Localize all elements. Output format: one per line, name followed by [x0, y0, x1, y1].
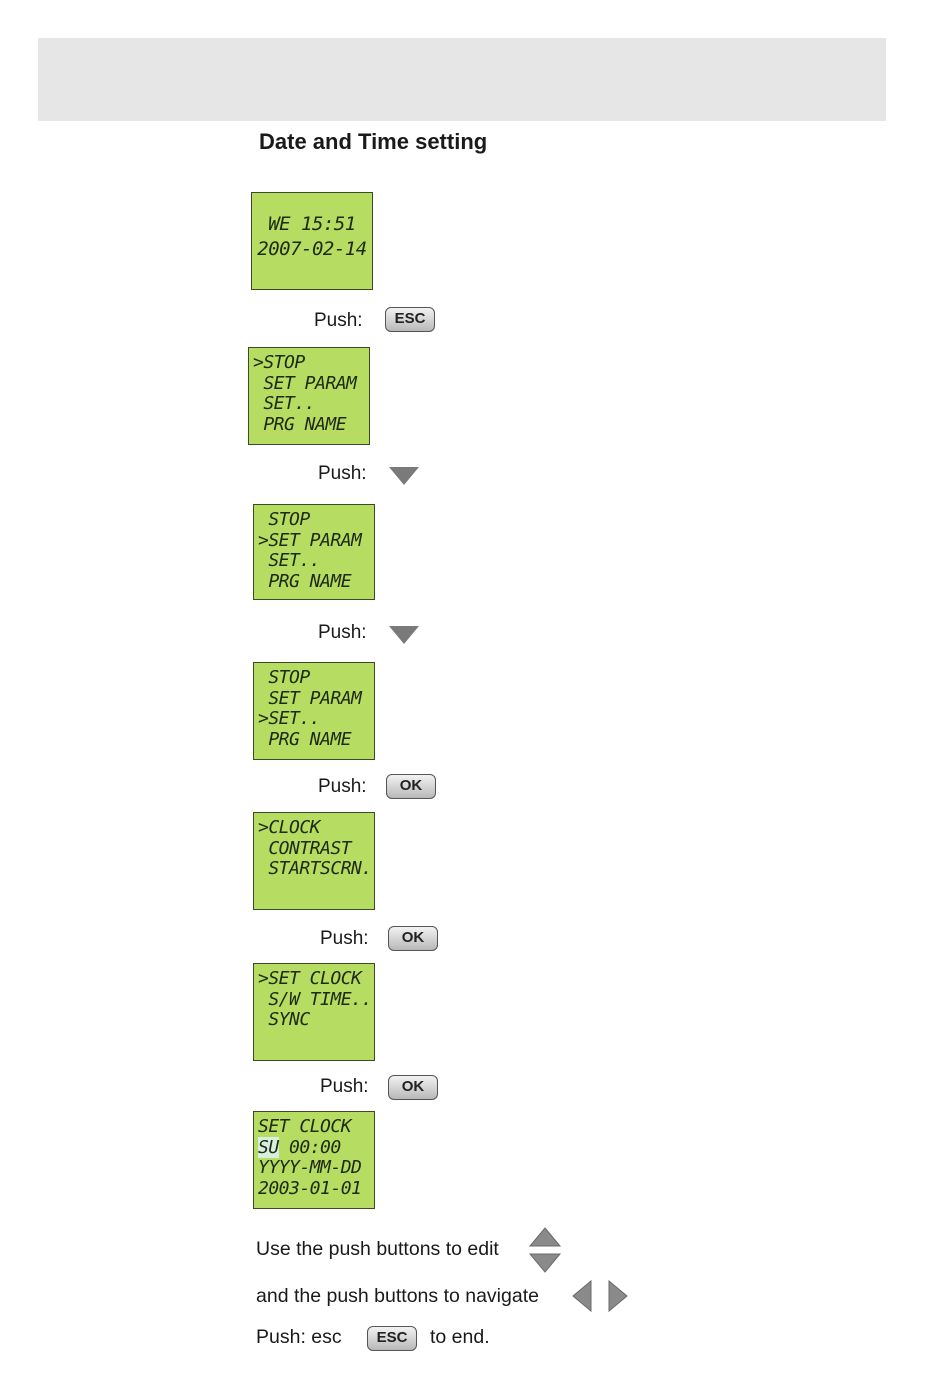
- lcd-line: >SET CLOCK: [258, 968, 362, 989]
- left-right-arrows-icon[interactable]: [571, 1279, 631, 1313]
- lcd-line: PRG NAME: [253, 413, 347, 435]
- lcd-line: >CLOCK: [258, 817, 321, 838]
- lcd-line: YYYY-MM-DD: [258, 1157, 362, 1178]
- lcd-line: >STOP: [253, 352, 305, 373]
- lcd-screen-menu-stop: >STOP SET PARAM SET.. PRG NAME: [248, 347, 370, 445]
- lcd-line: SET..: [253, 393, 316, 414]
- push-label: Push:: [320, 1076, 369, 1097]
- lcd-screen-set-clock: SET CLOCK SU 00:00 YYYY-MM-DD 2003-01-01: [253, 1111, 375, 1209]
- push-label: Push:: [318, 622, 367, 643]
- lcd-line: S/W TIME..: [258, 988, 372, 1010]
- lcd-line: SYNC: [258, 1009, 310, 1030]
- lcd-line: >SET PARAM: [258, 529, 362, 551]
- push-label: Push:: [318, 776, 367, 797]
- header-band: [38, 38, 886, 121]
- lcd-line: CONTRAST: [258, 837, 352, 859]
- end-instruction-push: Push: esc: [256, 1326, 342, 1348]
- lcd-line: PRG NAME: [258, 570, 352, 592]
- esc-button[interactable]: ESC: [367, 1326, 417, 1351]
- ok-button[interactable]: OK: [386, 774, 436, 799]
- lcd-line: SET PARAM: [258, 687, 362, 709]
- lcd-line: SET..: [258, 550, 321, 571]
- up-down-arrows-icon[interactable]: [528, 1226, 562, 1274]
- ok-button[interactable]: OK: [388, 926, 438, 951]
- lcd-screen-menu-set: STOP SET PARAM >SET.. PRG NAME: [253, 662, 375, 760]
- lcd-line: SET PARAM: [253, 372, 357, 394]
- lcd-line: STARTSCRN.: [258, 858, 372, 879]
- lcd-screen-clock-menu: >SET CLOCK S/W TIME.. SYNC: [253, 963, 375, 1061]
- ok-button[interactable]: OK: [388, 1075, 438, 1100]
- lcd-line: >SET..: [258, 708, 321, 729]
- triangle-down-icon[interactable]: [389, 626, 419, 644]
- page-title: Date and Time setting: [259, 129, 488, 154]
- lcd-line: SU 00:00: [258, 1136, 370, 1159]
- edit-instruction: Use the push buttons to edit: [256, 1238, 499, 1260]
- lcd-line: 2007-02-14: [257, 238, 367, 260]
- lcd-screen-datetime: WE 15:51 2007-02-14: [251, 192, 373, 290]
- lcd-line: 2003-01-01: [258, 1177, 362, 1199]
- navigate-instruction: and the push buttons to navigate: [256, 1285, 539, 1307]
- lcd-line-rest: 00:00: [278, 1136, 341, 1158]
- esc-button[interactable]: ESC: [385, 307, 435, 332]
- lcd-screen-set-menu: >CLOCK CONTRAST STARTSCRN.: [253, 812, 375, 910]
- lcd-line: PRG NAME: [258, 728, 352, 750]
- push-label: Push:: [314, 310, 363, 331]
- lcd-line: STOP: [258, 509, 310, 530]
- lcd-cursor: SU: [258, 1136, 279, 1158]
- lcd-line: STOP: [258, 667, 310, 688]
- lcd-line: WE 15:51: [268, 213, 356, 235]
- push-label: Push:: [318, 463, 367, 484]
- lcd-screen-menu-setparam: STOP >SET PARAM SET.. PRG NAME: [253, 504, 375, 600]
- triangle-down-icon[interactable]: [389, 467, 419, 485]
- push-label: Push:: [320, 928, 369, 949]
- end-instruction-suffix: to end.: [430, 1326, 490, 1348]
- lcd-line: SET CLOCK: [258, 1116, 352, 1137]
